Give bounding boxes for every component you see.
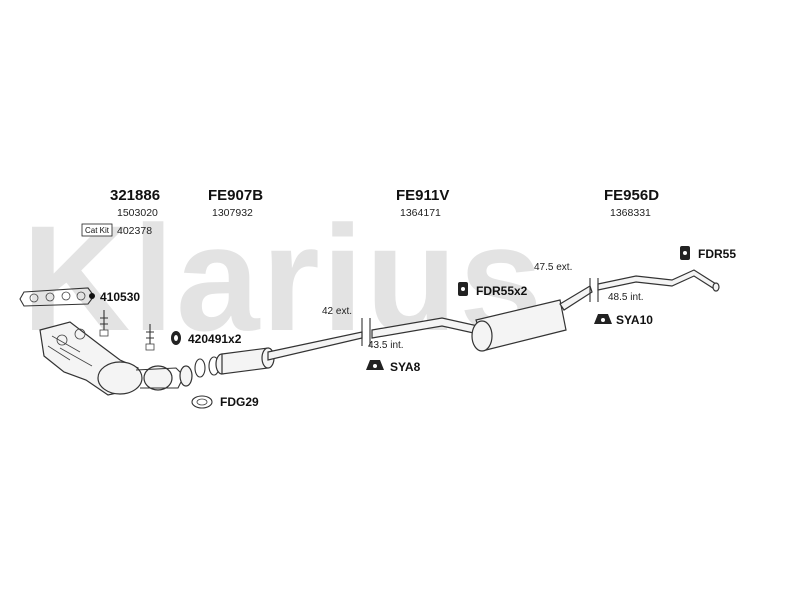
part-manifold-gasket-label: 410530 <box>100 290 140 304</box>
dim-front-int: 43.5 int. <box>368 340 404 351</box>
front-pipe-icon <box>215 331 363 375</box>
group-1-part-number: 321886 <box>110 187 160 204</box>
center-silencer-icon <box>371 285 593 352</box>
ring-gasket-icon <box>191 395 213 409</box>
group-3-part-number: FE911V <box>396 187 449 204</box>
part-hanger-front-label: SYA8 <box>390 360 421 374</box>
watermark-logo: Klarius <box>22 194 545 362</box>
joint-marker-icon <box>361 318 371 346</box>
cat-kit-label: Cat Kit <box>85 226 110 235</box>
part-rubber-mount-mid-label: FDR55x2 <box>476 284 528 298</box>
dim-front-ext: 42 ext. <box>322 306 352 317</box>
dim-rear-int: 48.5 int. <box>608 292 644 303</box>
rubber-mount-icon <box>680 246 690 260</box>
stud-bolt-icon <box>99 310 109 337</box>
group-2-part-number: FE907B <box>208 187 263 204</box>
part-bolts-label: 420491x2 <box>188 332 242 346</box>
callout-dot-icon <box>89 293 95 299</box>
group-1-ref-number: 1503020 <box>117 207 158 219</box>
cat-kit-number: 402378 <box>117 225 152 237</box>
tail-pipe-icon <box>597 269 720 292</box>
stud-bolt-icon <box>145 324 155 351</box>
manifold-gasket-icon <box>19 287 95 307</box>
group-4-part-number: FE956D <box>604 187 659 204</box>
hanger-icon <box>366 360 384 370</box>
rubber-mount-icon <box>458 282 468 296</box>
cat-kit-badge: Cat Kit <box>81 223 113 237</box>
bolt-icon <box>171 331 181 345</box>
part-rubber-mount-rear-label: FDR55 <box>698 247 736 261</box>
part-hanger-rear-label: SYA10 <box>616 313 653 327</box>
group-4-ref-number: 1368331 <box>610 207 651 219</box>
part-ring-gasket-label: FDG29 <box>220 395 259 409</box>
group-2-ref-number: 1307932 <box>212 207 253 219</box>
dim-rear-ext: 47.5 ext. <box>534 262 572 273</box>
hanger-icon <box>594 314 612 324</box>
group-3-ref-number: 1364171 <box>400 207 441 219</box>
catalytic-converter-icon <box>97 361 193 395</box>
